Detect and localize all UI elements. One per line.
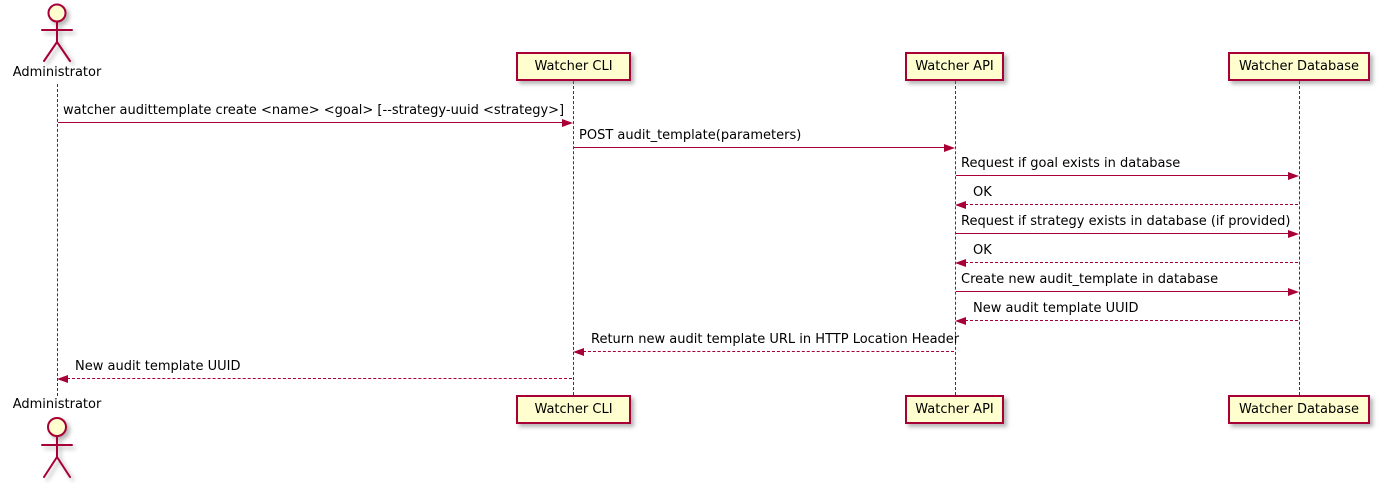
message-arrowhead — [955, 259, 966, 267]
message-label: POST audit_template(parameters) — [579, 128, 802, 143]
message-arrowhead — [955, 201, 966, 209]
message-arrowhead — [955, 317, 966, 325]
lifeline-watcher-api — [955, 81, 956, 395]
participant-box-watcher-cli-bottom: Watcher CLI — [516, 395, 631, 424]
message-arrowhead — [573, 348, 584, 356]
message-arrow-line — [574, 147, 945, 148]
message-arrowhead — [944, 144, 955, 152]
actor-icon-top — [41, 3, 73, 62]
message-arrowhead — [57, 375, 68, 383]
actor-label-top: Administrator — [12, 65, 102, 80]
participant-box-watcher-api-bottom: Watcher API — [905, 395, 1004, 424]
message-arrowhead — [1288, 288, 1299, 296]
lifeline-watcher-cli — [573, 81, 574, 395]
lifeline-watcher-database — [1299, 81, 1300, 395]
message-label: New audit template UUID — [973, 301, 1139, 316]
participant-box-watcher-database-top: Watcher Database — [1228, 52, 1370, 81]
message-label: watcher audittemplate create <name> <goa… — [63, 103, 565, 118]
participant-box-watcher-api-top: Watcher API — [905, 52, 1004, 81]
message-arrow-line — [956, 291, 1289, 292]
message-arrowhead — [1288, 230, 1299, 238]
message-arrow-line — [583, 351, 954, 352]
message-arrow-line — [965, 204, 1298, 205]
message-arrowhead — [1288, 172, 1299, 180]
message-label: Return new audit template URL in HTTP Lo… — [591, 332, 960, 347]
lifeline-administrator — [57, 84, 58, 396]
participant-box-watcher-cli-top: Watcher CLI — [516, 52, 631, 81]
message-arrowhead — [562, 119, 573, 127]
message-arrow-line — [956, 233, 1289, 234]
message-arrow-line — [67, 378, 572, 379]
message-arrow-line — [956, 175, 1289, 176]
message-label: New audit template UUID — [75, 359, 241, 374]
message-label: OK — [973, 243, 992, 258]
actor-label-bottom: Administrator — [12, 397, 102, 412]
message-arrow-line — [965, 262, 1298, 263]
message-label: OK — [973, 185, 992, 200]
message-label: Request if strategy exists in database (… — [961, 214, 1291, 229]
message-arrow-line — [58, 122, 563, 123]
participant-box-watcher-database-bottom: Watcher Database — [1228, 395, 1370, 424]
message-label: Request if goal exists in database — [961, 156, 1181, 171]
message-arrow-line — [965, 320, 1298, 321]
message-label: Create new audit_template in database — [961, 272, 1219, 287]
actor-icon-bottom — [41, 417, 73, 478]
